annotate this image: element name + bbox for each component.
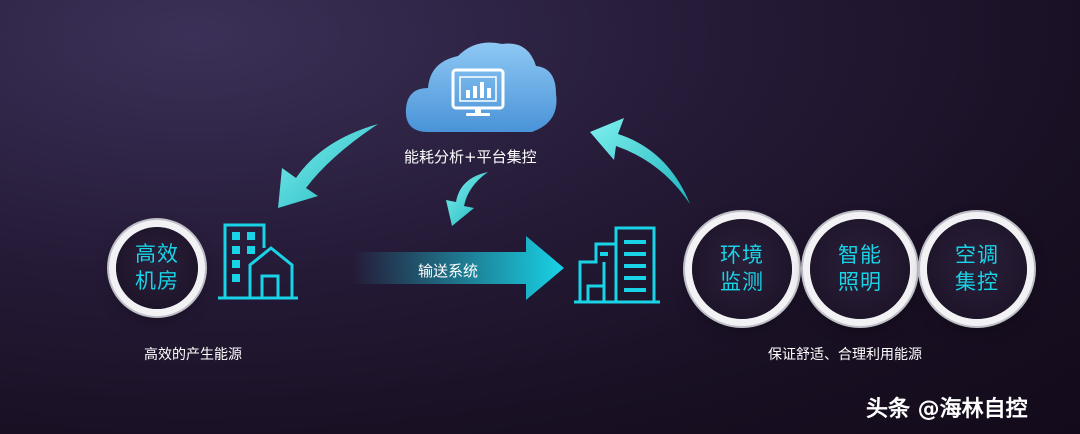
circle-line2: 监测 (720, 270, 764, 294)
environment-monitoring-circle: 环境 监测 (692, 219, 792, 319)
cloud-label: 能耗分析+平台集控 (404, 148, 537, 166)
circle-line1: 环境 (720, 243, 764, 267)
circle-line2: 机房 (135, 269, 179, 293)
watermark: 头条 @海林自控 (866, 397, 1028, 422)
circle-line2: 照明 (838, 270, 882, 294)
monitor-icon (451, 68, 505, 116)
left-caption: 高效的产生能源 (144, 347, 242, 363)
efficient-machine-room-circle: 高效 机房 (116, 227, 198, 309)
circle-line1: 空调 (955, 243, 999, 267)
circle-line2: 集控 (955, 270, 999, 294)
circle-line1: 智能 (838, 243, 882, 267)
smart-lighting-circle: 智能 照明 (810, 219, 910, 319)
circle-line1: 高效 (135, 242, 179, 266)
transfer-label: 输送系统 (418, 262, 479, 280)
right-caption: 保证舒适、合理利用能源 (768, 347, 922, 363)
hvac-control-circle: 空调 集控 (927, 219, 1027, 319)
